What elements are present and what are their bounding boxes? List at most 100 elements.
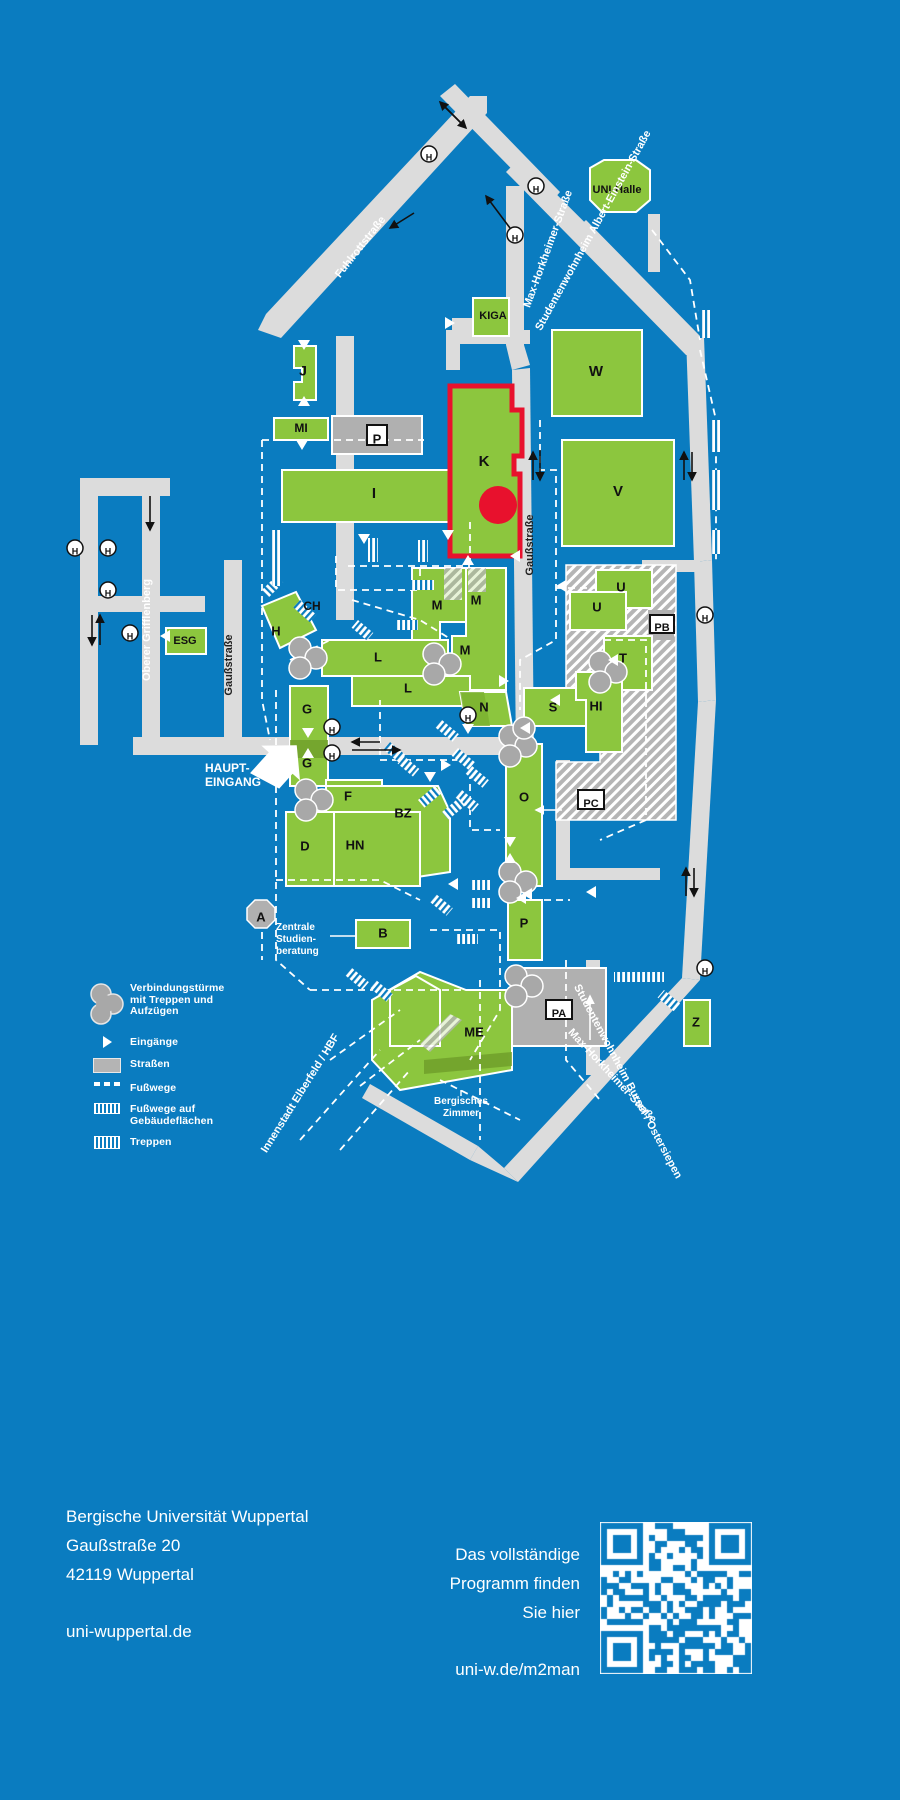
street-label-3: Gaußstraße (524, 514, 536, 575)
svg-text:P: P (373, 431, 382, 446)
svg-text:H: H (329, 751, 336, 761)
building-label-ME: ME (464, 1024, 484, 1039)
legend-item-footpaths-on-buildings: Fußwege auf Gebäudeflächen (84, 1103, 314, 1127)
building-label-CH: CH (303, 599, 320, 613)
page-footer: Bergische Universität Wuppertal Gaußstra… (0, 1490, 900, 1800)
building-label-O: O (519, 789, 529, 804)
legend-item-streets: Straßen (84, 1057, 314, 1073)
zsb-label-line2: Studien- (276, 934, 316, 945)
entrance-arrow-icon (84, 1036, 130, 1048)
building-J (293, 345, 317, 401)
building-W (551, 329, 643, 417)
location-highlight-dot[interactable] (479, 486, 517, 524)
legend-label-entrances: Eingänge (130, 1036, 179, 1048)
building-label-S: S (549, 699, 558, 714)
website-link[interactable]: uni-wuppertal.de (66, 1622, 192, 1641)
legend-label-stairs: Treppen (130, 1136, 172, 1148)
qr-code-icon[interactable] (600, 1522, 752, 1674)
building-label-U2: U (592, 599, 601, 614)
bus-stop: H (420, 145, 438, 163)
program-block: Das vollständige Programm finden Sie hie… (330, 1540, 580, 1684)
svg-text:PC: PC (583, 798, 598, 810)
building-P (507, 899, 543, 961)
connection-towers (288, 636, 628, 1008)
marker-A[interactable]: A (246, 899, 276, 929)
building-label-K: K (479, 453, 490, 470)
parking-badges[interactable]: P PB PC PA (366, 424, 675, 1020)
svg-text:H: H (426, 152, 433, 162)
building-label-HI: HI (590, 698, 603, 713)
bus-stop: H (696, 959, 714, 977)
street-label-4: Gaußstraße (223, 634, 235, 695)
svg-text:PA: PA (552, 1008, 567, 1020)
tower (498, 860, 538, 904)
haupteingang-label-line2: EINGANG (205, 775, 261, 789)
svg-text:H: H (702, 613, 709, 623)
legend-label-footpaths-on-buildings: Fußwege auf Gebäudeflächen (130, 1103, 214, 1127)
building-label-G1: G (302, 701, 312, 716)
bus-stop: H (99, 539, 117, 557)
building-HN (333, 811, 421, 887)
building-label-Z: Z (692, 1014, 700, 1029)
map-legend: Verbindungstürme mit Treppen und Aufzüge… (84, 982, 314, 1158)
bus-stop: H (121, 624, 139, 642)
legend-label-footpaths: Fußwege (130, 1081, 177, 1094)
building-label-H: H (271, 623, 280, 638)
tower (504, 964, 544, 1008)
promo-line-1: Das vollständige (455, 1545, 580, 1564)
building-label-ESG: ESG (173, 635, 196, 647)
building-label-T: T (619, 650, 627, 665)
building-KIGA (472, 297, 510, 337)
building-label-UNI-Halle: UNI-Halle (593, 184, 642, 196)
svg-text:H: H (702, 966, 709, 976)
building-B (355, 919, 411, 949)
promo-link[interactable]: uni-w.de/m2man (455, 1660, 580, 1679)
marker-A-label: A (256, 909, 266, 924)
bus-stop: H (696, 606, 714, 624)
bus-stop: H (323, 744, 341, 762)
zsb-label-line1: Zentrale (276, 922, 315, 933)
building-label-D: D (300, 838, 309, 853)
tower (294, 778, 334, 822)
building-label-L1: L (374, 649, 382, 664)
footpath-on-building-icon (84, 1103, 130, 1114)
bus-stop: H (506, 226, 524, 244)
street-label-5: Oberer Grifflenberg (141, 579, 153, 681)
stairs-icon (84, 1136, 130, 1149)
road-direction-arrows-white (534, 805, 595, 1040)
svg-text:H: H (512, 233, 519, 243)
haupteingang-label-line1: HAUPT- (205, 761, 250, 775)
building-label-W: W (589, 363, 604, 380)
entrance-markers (160, 317, 618, 904)
parking-badge-PC: PC (577, 789, 605, 810)
bus-stop-markers[interactable]: H H H H H H H H H H H H (66, 145, 714, 977)
svg-text:H: H (105, 588, 112, 598)
parking-badge-P: P (366, 424, 388, 446)
address-block: Bergische Universität Wuppertal Gaußstra… (66, 1502, 309, 1646)
building-label-P-bldg: P (520, 915, 529, 930)
legend-item-stairs: Treppen (84, 1136, 314, 1149)
map-annotations: HAUPT- EINGANG Zentrale Studien- beratun… (205, 761, 488, 1119)
building-U-south (569, 591, 627, 631)
promo-line-3: Sie hier (522, 1603, 580, 1622)
bus-stop: H (99, 581, 117, 599)
building-label-U1: U (616, 579, 625, 594)
promo-line-2: Programm finden (449, 1574, 580, 1593)
street-swatch-icon (84, 1057, 130, 1073)
bus-stop: H (459, 706, 477, 724)
legend-item-towers: Verbindungstürme mit Treppen und Aufzüge… (84, 982, 314, 1027)
bus-stop: H (66, 539, 84, 557)
footpath-on-building-overlays (290, 568, 512, 1074)
building-K (447, 383, 525, 559)
legend-label-streets: Straßen (130, 1057, 170, 1070)
building-I (281, 469, 473, 523)
building-label-BZ: BZ (394, 805, 411, 820)
building-label-V: V (613, 483, 623, 500)
svg-text:H: H (533, 184, 540, 194)
parking-badge-PA: PA (545, 999, 573, 1020)
bus-stop: H (527, 177, 545, 195)
